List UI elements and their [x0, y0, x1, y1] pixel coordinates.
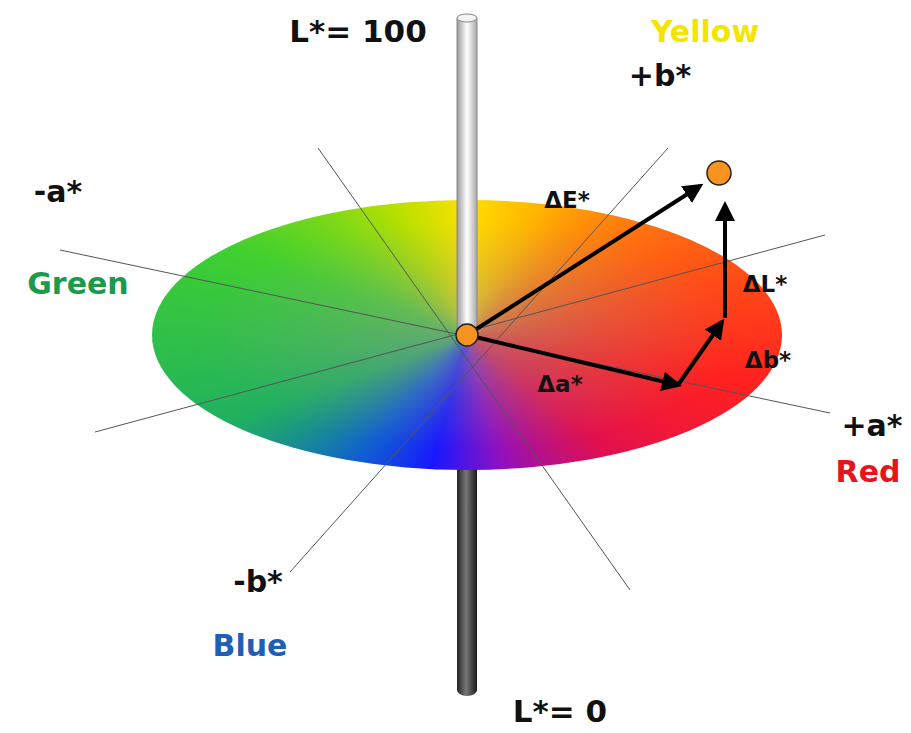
- b-axis: [290, 148, 668, 572]
- axis-label: +b*: [629, 59, 691, 94]
- color-name: Green: [27, 267, 128, 302]
- delta-b-arrow: [678, 322, 722, 385]
- delta-label: Δb*: [745, 347, 791, 373]
- axis-label: -b*: [233, 565, 283, 600]
- a-axis: [60, 250, 830, 413]
- axis-label: +a*: [841, 409, 902, 444]
- reference-point: [456, 324, 478, 346]
- axis-end-label: L*= 100: [289, 14, 426, 50]
- difference-vectors: [467, 186, 725, 385]
- delta-e-arrow: [467, 186, 700, 335]
- sample-point: [707, 161, 731, 185]
- delta-label: Δa*: [537, 371, 582, 397]
- color-name: Red: [836, 455, 901, 490]
- color-name: Blue: [213, 629, 288, 664]
- delta-l-arrow: [723, 205, 727, 318]
- color-name: Yellow: [651, 15, 759, 50]
- delta-label: ΔL*: [743, 271, 787, 297]
- light-pole: [457, 18, 477, 335]
- delta-label: ΔE*: [544, 187, 590, 213]
- axis-end-label: L*= 0: [513, 694, 607, 730]
- pole-cap: [457, 14, 477, 22]
- axis-label: -a*: [34, 175, 82, 210]
- axis-lines: [60, 148, 830, 590]
